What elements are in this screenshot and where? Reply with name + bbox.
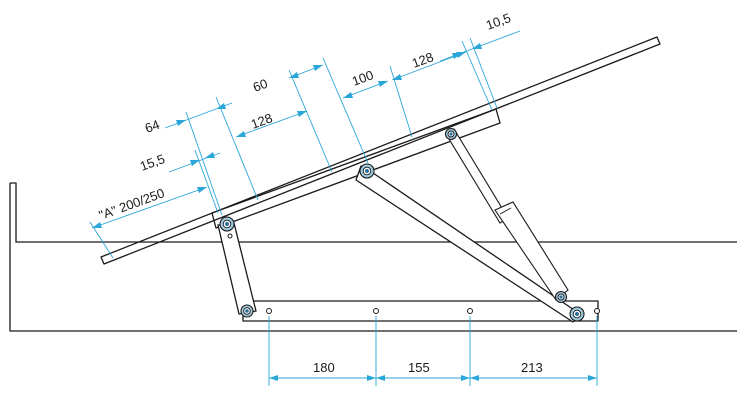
pivot-gas-upper (444, 127, 458, 141)
dim-label-a: "A" 200/250 (97, 185, 167, 223)
gas-spring (445, 128, 569, 301)
dim-label-15-5: 15,5 (138, 151, 167, 174)
front-arm (217, 222, 257, 315)
dim-label-155: 155 (408, 360, 430, 375)
bed-frame (9, 182, 737, 332)
dim-label-128-right: 128 (410, 49, 436, 71)
dim-label-10-5: 10,5 (484, 10, 513, 33)
dim-label-180: 180 (313, 360, 335, 375)
pivot-gas-lower (554, 290, 568, 304)
dimension-lines-bottom (269, 375, 597, 381)
pivot-diagonal-upper (359, 163, 375, 179)
pivot-front-upper (219, 216, 235, 239)
dim-label-64: 64 (143, 117, 162, 136)
pivot-front-lower (240, 304, 254, 318)
pivot-diagonal-lower (569, 306, 585, 322)
extension-lines (89, 37, 498, 259)
lid-board (100, 36, 661, 265)
dim-label-213: 213 (521, 360, 543, 375)
mounting-holes (266, 308, 600, 314)
dim-label-100: 100 (350, 67, 376, 89)
diagonal-arm (355, 165, 581, 323)
dimension-lines-upper (91, 30, 521, 229)
bottom-extension-lines (268, 316, 598, 386)
dim-label-60: 60 (251, 76, 270, 95)
dim-label-128-left: 128 (249, 110, 275, 132)
